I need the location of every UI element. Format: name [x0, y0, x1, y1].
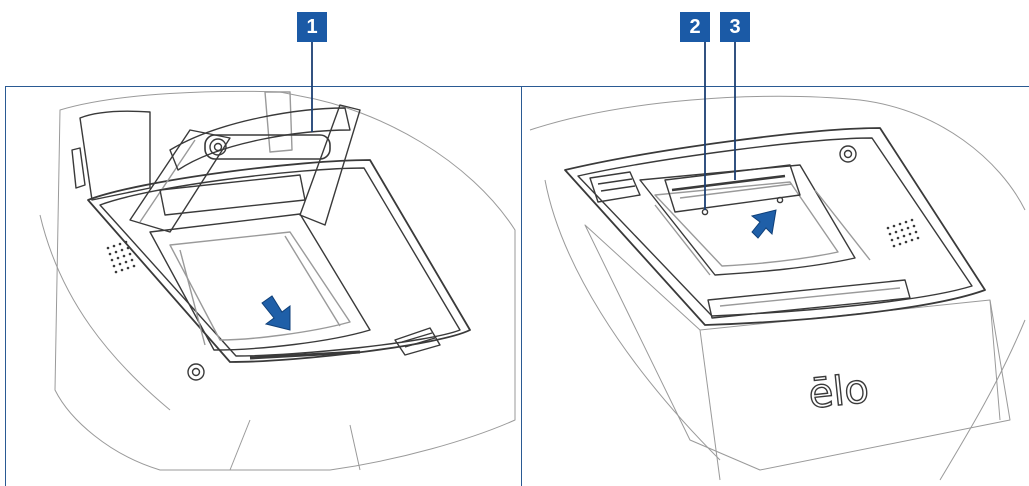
insert-arrow-icon	[261, 295, 291, 331]
callout-2: 2	[680, 12, 710, 42]
callout-3: 3	[720, 12, 750, 42]
right-printer-illustration	[529, 95, 1026, 481]
svg-text:ēlo: ēlo	[806, 366, 871, 418]
left-printer-illustration	[39, 90, 516, 471]
lift-arrow-icon	[750, 209, 777, 239]
elo-logo: ēlo	[806, 365, 872, 418]
right-panel-frame	[521, 86, 1029, 486]
callout-1: 1	[297, 12, 327, 42]
